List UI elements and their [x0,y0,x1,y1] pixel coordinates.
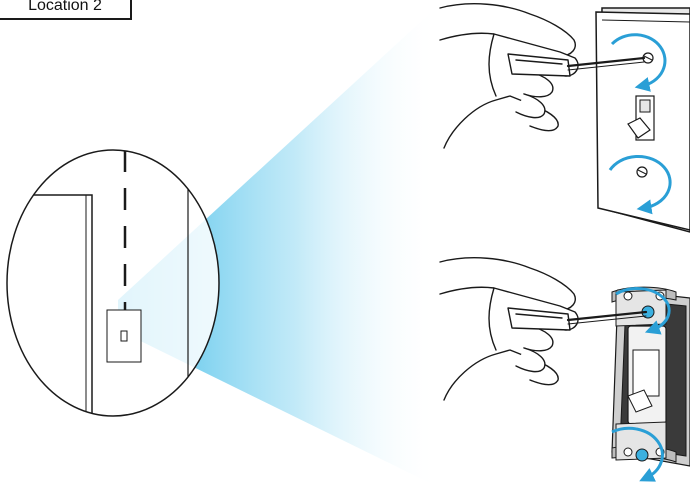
bottom-mounting-screw [636,449,648,461]
switch-plate-icon [596,8,690,232]
location-label: Location 2 [0,0,132,20]
magnifier-circle-icon [0,150,219,430]
